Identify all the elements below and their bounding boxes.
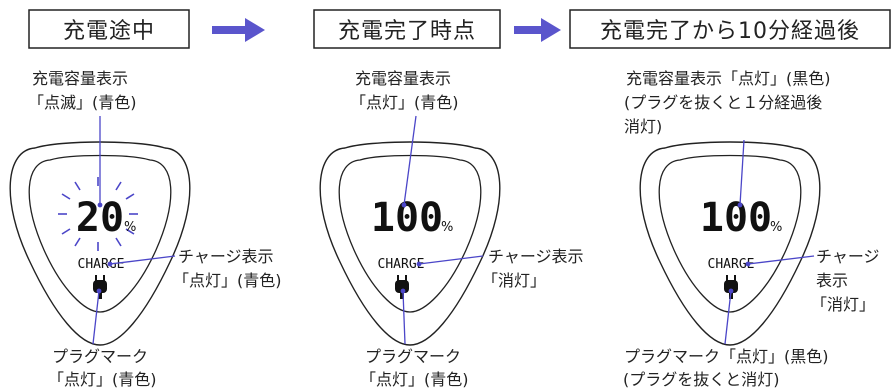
- charge-indicator: CHARGE: [78, 257, 125, 272]
- charge-annotation-line: チャージ表示: [178, 247, 274, 266]
- plug-annotation-line: 「点灯」(青色): [360, 370, 469, 389]
- leader-line: [402, 290, 406, 345]
- display-annotation-line: 「点灯」(青色): [350, 93, 459, 112]
- arrow-right-icon: [212, 18, 265, 42]
- device-inner-outline: [658, 154, 802, 313]
- charge-indicator: CHARGE: [378, 257, 425, 272]
- plug-icon: [395, 275, 409, 299]
- blink-rays: [58, 177, 138, 251]
- battery-percentage: 100: [700, 195, 772, 241]
- header-charging: 充電途中: [63, 19, 155, 44]
- plug-annotation-line: プラグマーク: [365, 347, 461, 366]
- charge-annotation-line: チャージ: [816, 247, 880, 266]
- plug-annotation-line: プラグマーク: [52, 347, 148, 366]
- header-after-10min: 充電完了から10分経過後: [600, 19, 860, 44]
- percent-unit: %: [770, 220, 782, 235]
- plug-annotation-line: プラグマーク「点灯」(黒色): [624, 347, 829, 366]
- device-outer-outline: [319, 141, 501, 346]
- leader-dot: [745, 261, 751, 267]
- leader-dot: [416, 261, 422, 267]
- plug-annotation-line: 「点灯」(青色): [48, 370, 157, 389]
- display-annotation-line: 消灯): [624, 117, 662, 136]
- arrow-right-icon: [514, 18, 561, 42]
- display-annotation-line: 充電容量表示: [355, 69, 451, 88]
- charge-annotation-line: 「消灯」: [482, 271, 546, 290]
- leader-dot: [728, 288, 734, 294]
- display-annotation-line: 充電容量表示: [32, 69, 128, 88]
- leader-dot: [96, 288, 102, 294]
- leader-dot: [97, 202, 103, 208]
- device-outer-outline: [9, 141, 191, 346]
- charge-annotation-line: 「消灯」: [811, 295, 875, 314]
- leader-line: [92, 290, 100, 345]
- leader-line: [418, 255, 484, 265]
- header-box-complete: [313, 9, 501, 49]
- display-annotation-line: (プラグを抜くと１分経過後: [624, 93, 822, 112]
- plug-annotation-line: (プラグを抜くと消灯): [623, 370, 780, 389]
- panel-charging: 20 % CHARGE 充電容量表示 「点滅」(青色) チャージ表示 「点灯」(…: [9, 69, 282, 389]
- leader-line: [747, 255, 815, 265]
- leader-dot: [401, 202, 407, 208]
- device-inner-outline: [338, 154, 482, 313]
- leader-line: [739, 139, 745, 206]
- charge-annotation-line: チャージ表示: [488, 247, 584, 266]
- device-inner-outline: [28, 154, 172, 313]
- percent-unit: %: [124, 220, 136, 235]
- leader-line: [724, 290, 732, 345]
- display-annotation-line: 「点滅」(青色): [28, 93, 137, 112]
- plug-icon: [93, 275, 107, 299]
- leader-line: [109, 255, 176, 265]
- charge-indicator: CHARGE: [708, 257, 755, 272]
- panel-complete: 100 % CHARGE 充電容量表示 「点灯」(青色) チャージ表示 「消灯」…: [319, 69, 584, 389]
- battery-percentage: 100: [371, 195, 443, 241]
- panel-after-10min: 100 % CHARGE 充電容量表示「点灯」(黒色) (プラグを抜くと１分経過…: [623, 69, 880, 389]
- header-box-charging: [28, 9, 190, 49]
- header-box-after-10min: [569, 9, 891, 49]
- leader-dot: [737, 202, 743, 208]
- display-annotation-line: 充電容量表示「点灯」(黒色): [626, 69, 831, 88]
- device-outer-outline: [639, 141, 821, 346]
- charge-annotation-line: 表示: [816, 271, 848, 290]
- charge-annotation-line: 「点灯」(青色): [173, 271, 282, 290]
- leader-dot: [400, 288, 406, 294]
- percent-unit: %: [441, 220, 453, 235]
- header-complete: 充電完了時点: [338, 19, 476, 44]
- leader-dot: [107, 261, 113, 267]
- leader-line: [403, 115, 417, 206]
